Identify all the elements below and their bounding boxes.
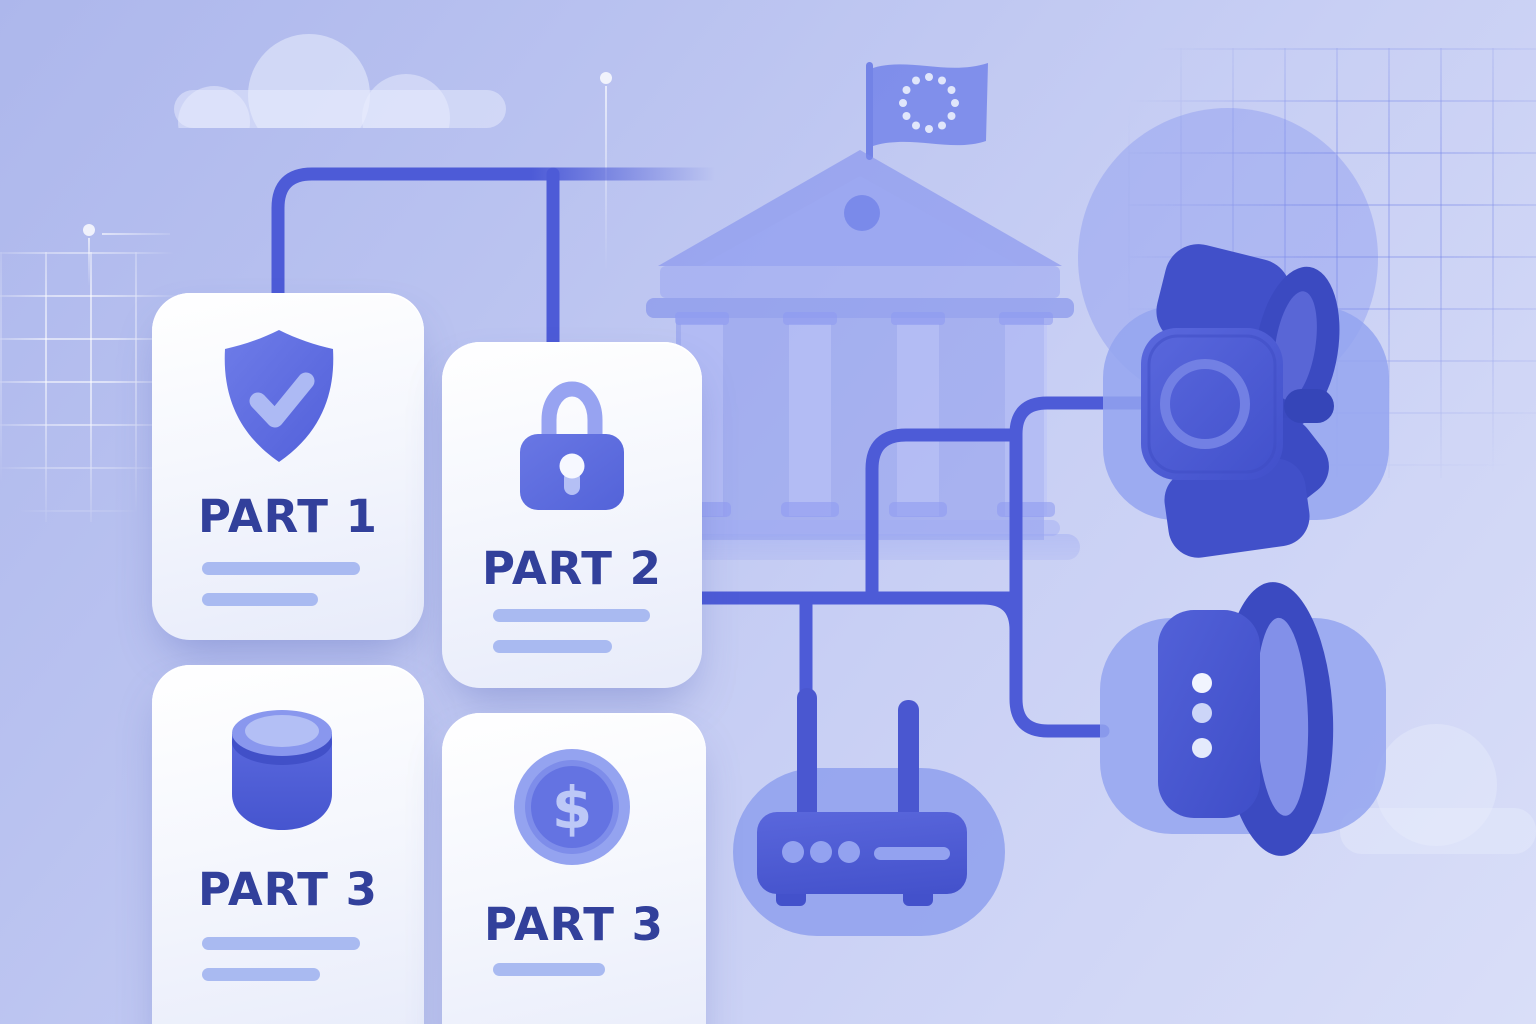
- card-label: PART 1: [198, 490, 378, 543]
- line-loop: [865, 428, 1021, 605]
- router-foot-left: [776, 892, 806, 906]
- card-part-3-dollar: $ PART 3: [442, 713, 706, 1024]
- router-light-3: [838, 841, 860, 863]
- node-line-vertical-left: [88, 238, 90, 286]
- smartwatch-crown: [1284, 389, 1334, 423]
- card-label: PART 3: [484, 898, 664, 951]
- card-part-2: PART 2: [442, 342, 702, 688]
- fitness-band-dot-1: [1192, 673, 1212, 693]
- skeleton-line: [202, 937, 360, 950]
- node-dot-left: [83, 224, 95, 236]
- card-part-1: PART 1: [152, 293, 424, 640]
- cloud-bottom-right: [1340, 712, 1536, 854]
- skeleton-line: [493, 609, 650, 622]
- router-light-2: [810, 841, 832, 863]
- router-slot: [874, 847, 950, 860]
- skeleton-line: [202, 593, 318, 606]
- skeleton-line: [493, 963, 605, 976]
- card-label: PART 3: [198, 863, 378, 916]
- router-antenna-right: [898, 700, 919, 828]
- lock-icon: [520, 381, 624, 510]
- dollar-symbol: $: [552, 774, 592, 842]
- line-card1-top: [271, 167, 722, 309]
- skeleton-line: [202, 562, 360, 575]
- cloud-top-left: [170, 28, 515, 128]
- card-part-3-database: PART 3: [152, 665, 424, 1024]
- fitness-band-dot-2: [1192, 703, 1212, 723]
- node-dot-top: [600, 72, 612, 84]
- router-light-1: [782, 841, 804, 863]
- skeleton-line: [202, 968, 320, 981]
- card-label: PART 2: [482, 542, 662, 595]
- smartwatch-dial-ring: [1160, 359, 1250, 449]
- eu-flag: [866, 62, 988, 160]
- node-line-horizontal-left: [102, 233, 170, 235]
- dollar-coin-icon: $: [514, 749, 630, 865]
- router-foot-right: [903, 892, 933, 906]
- fitness-band-dot-3: [1192, 738, 1212, 758]
- shield-check-icon: [224, 330, 334, 462]
- smartwatch-face: [1141, 328, 1283, 480]
- router-antenna-left: [797, 688, 817, 828]
- grid-pattern-left: [0, 252, 175, 522]
- line-main-to-watches: [1009, 396, 1152, 738]
- skeleton-line: [493, 640, 612, 653]
- database-icon: [232, 710, 332, 830]
